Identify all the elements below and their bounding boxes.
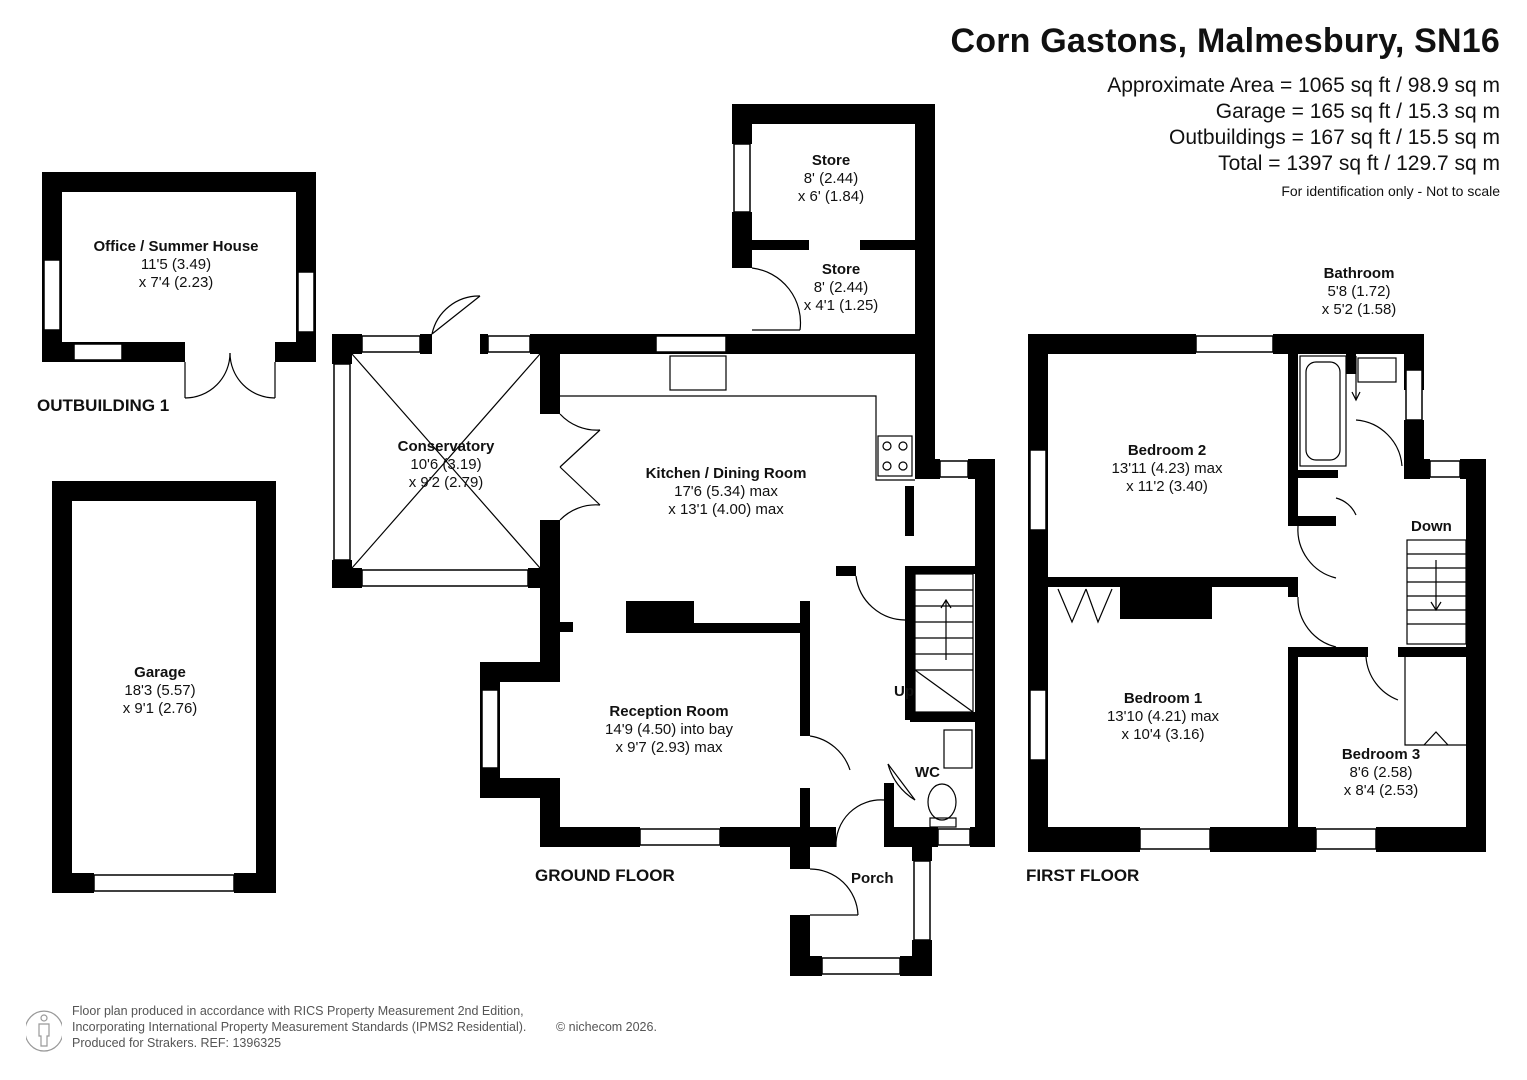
room-bedroom-1: Bedroom 1 13'10 (4.21) max x 10'4 (3.16) xyxy=(1107,690,1219,744)
room-dim: x 4'1 (1.25) xyxy=(803,297,879,314)
outbuildings-area: Outbuildings = 167 sq ft / 15.5 sq m xyxy=(1169,126,1500,149)
room-bedroom-2: Bedroom 2 13'11 (4.23) max x 11'2 (3.40) xyxy=(1112,442,1223,496)
total-area: Total = 1397 sq ft / 129.7 sq m xyxy=(1218,152,1500,175)
footer-notes: Floor plan produced in accordance with R… xyxy=(72,1003,657,1051)
room-name: Office / Summer House xyxy=(93,238,259,255)
footer-line: Floor plan produced in accordance with R… xyxy=(72,1004,524,1018)
room-garage: Garage 18'3 (5.57) x 9'1 (2.76) xyxy=(123,664,198,718)
room-name: Conservatory xyxy=(397,438,495,455)
room-name: Kitchen / Dining Room xyxy=(645,465,807,482)
room-dim: 18'3 (5.57) xyxy=(124,682,196,699)
room-dim: x 10'4 (3.16) xyxy=(1121,726,1205,743)
room-conservatory: Conservatory 10'6 (3.19) x 9'2 (2.79) xyxy=(398,438,495,492)
room-name: Bedroom 1 xyxy=(1123,690,1203,707)
room-dim: x 5'2 (1.58) xyxy=(1321,301,1397,318)
walls xyxy=(42,104,1486,976)
room-store-2: Store 8' (2.44) x 4'1 (1.25) xyxy=(804,261,879,315)
garage-area: Garage = 165 sq ft / 15.3 sq m xyxy=(1215,100,1500,123)
label-up: Up xyxy=(894,683,914,700)
windows xyxy=(43,143,1461,975)
room-dim: x 9'1 (2.76) xyxy=(122,700,198,717)
room-dim: 14'9 (4.50) into bay xyxy=(605,721,733,738)
room-name: Bedroom 3 xyxy=(1341,746,1421,763)
room-kitchen: Kitchen / Dining Room 17'6 (5.34) max x … xyxy=(646,465,807,519)
copyright: © nichecom 2026. xyxy=(556,1020,657,1034)
room-dim: 10'6 (3.19) xyxy=(410,456,482,473)
floor-label-first: FIRST FLOOR xyxy=(1026,866,1140,885)
room-reception: Reception Room 14'9 (4.50) into bay x 9'… xyxy=(605,703,733,757)
room-store-1: Store 8' (2.44) x 6' (1.84) xyxy=(798,152,864,206)
floor-label-outbuilding: OUTBUILDING 1 xyxy=(37,396,170,415)
room-dim: 8'6 (2.58) xyxy=(1349,764,1413,781)
room-name: Store xyxy=(811,152,851,169)
room-name: Store xyxy=(821,261,861,278)
room-name: Garage xyxy=(134,664,186,681)
scale-note: For identification only - Not to scale xyxy=(1281,183,1500,199)
room-name: Bedroom 2 xyxy=(1127,442,1207,459)
room-dim: 8' (2.44) xyxy=(803,170,859,187)
room-office: Office / Summer House 11'5 (3.49) x 7'4 … xyxy=(93,238,258,292)
room-dim: 17'6 (5.34) max xyxy=(674,483,778,500)
label-down: Down xyxy=(1411,518,1452,535)
room-dim: 13'11 (4.23) max xyxy=(1111,460,1223,477)
room-bathroom: Bathroom 5'8 (1.72) x 5'2 (1.58) xyxy=(1322,265,1397,319)
room-dim: x 9'2 (2.79) xyxy=(408,474,484,491)
room-name: Reception Room xyxy=(609,703,729,720)
fixtures xyxy=(184,267,1467,916)
room-name: Bathroom xyxy=(1323,265,1395,282)
room-dim: x 13'1 (4.00) max xyxy=(668,501,784,518)
room-dim: x 7'4 (2.23) xyxy=(138,274,214,291)
room-dim: 11'5 (3.49) xyxy=(140,256,212,273)
page-title: Corn Gastons, Malmesbury, SN16 xyxy=(950,22,1500,60)
room-dim: 5'8 (1.72) xyxy=(1327,283,1391,300)
room-dim: x 8'4 (2.53) xyxy=(1343,782,1419,799)
person-icon xyxy=(26,1010,62,1052)
room-dim: x 9'7 (2.93) max xyxy=(615,739,723,756)
room-dim: x 6' (1.84) xyxy=(797,188,865,205)
room-bedroom-3: Bedroom 3 8'6 (2.58) x 8'4 (2.53) xyxy=(1342,746,1420,800)
room-dim: 8' (2.44) xyxy=(813,279,869,296)
room-dim: x 11'2 (3.40) xyxy=(1126,478,1208,495)
footer-line: Incorporating International Property Mea… xyxy=(72,1020,527,1034)
label-porch: Porch xyxy=(851,870,894,887)
footer-line: Produced for Strakers. REF: 1396325 xyxy=(72,1036,282,1050)
floor-label-ground: GROUND FLOOR xyxy=(535,866,675,885)
room-dim: 13'10 (4.21) max xyxy=(1106,708,1220,725)
approx-area: Approximate Area = 1065 sq ft / 98.9 sq … xyxy=(1107,74,1500,97)
label-wc: WC xyxy=(915,764,940,781)
